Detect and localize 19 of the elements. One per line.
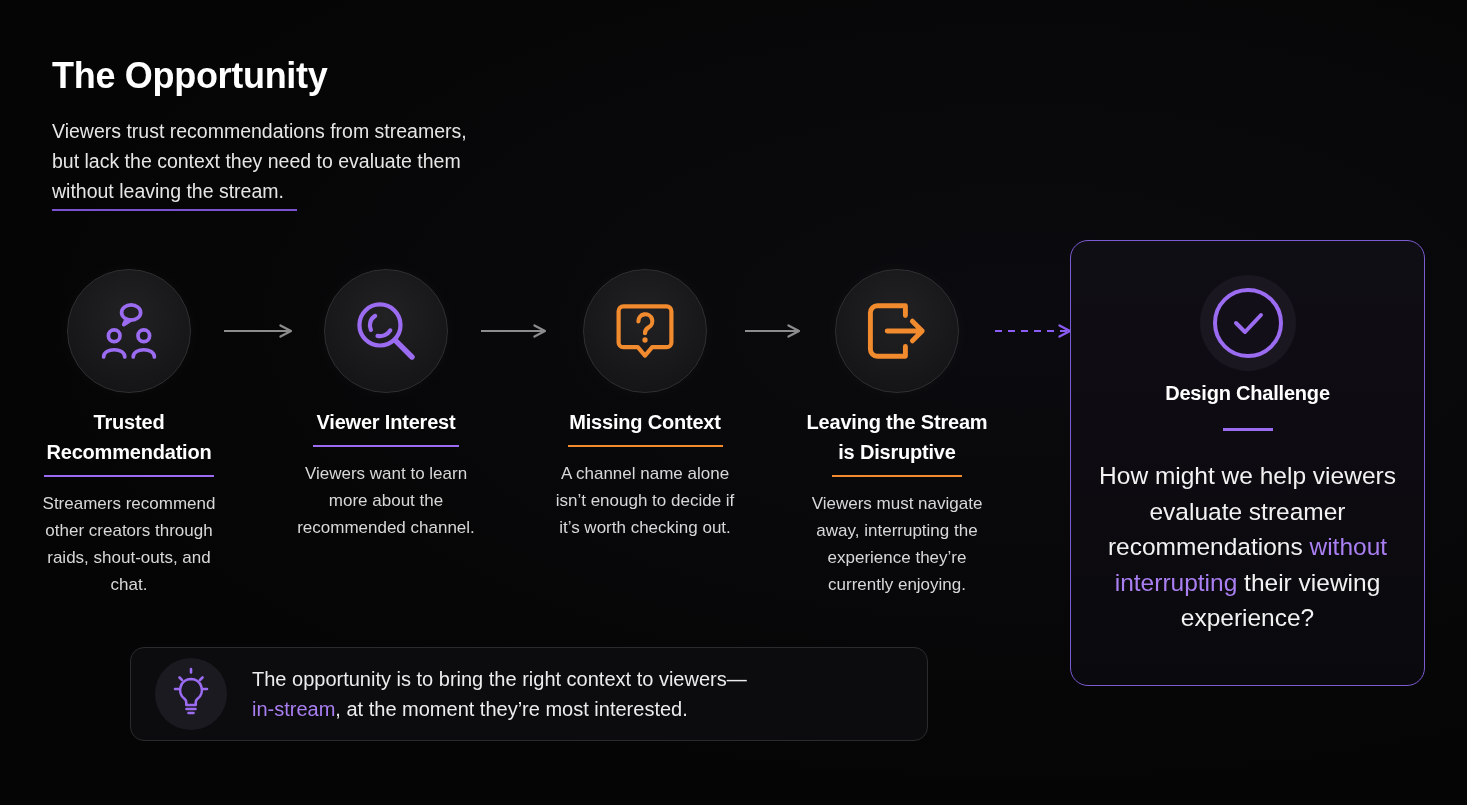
arrow [224, 324, 293, 338]
arrow [481, 324, 547, 338]
insight-callout [130, 647, 928, 741]
step-title: Trusted Recommendation [45, 410, 213, 465]
step-description: A channel name alone isn’t enough to decide if it’s worth checking out. [554, 463, 736, 539]
step-title: Missing Context [569, 410, 721, 435]
step-title: Viewer Interest [316, 410, 456, 435]
challenge-question: How might we help viewers evaluate streamer recommendations without interrupting their viewing experience? [1098, 461, 1397, 633]
step-description: Viewers want to learn more about the recommended channel. [296, 463, 476, 539]
page-title: The Opportunity [52, 54, 328, 98]
dashed-arrow [995, 324, 1072, 338]
intro-paragraph: Viewers trust recommendations from streamers, but lack the context they need to evaluate them without leaving the stream. [52, 119, 468, 204]
callout-text: The opportunity is to bring the right context to viewers— in-stream, at the moment they’re most interested. [252, 667, 748, 722]
step-description: Streamers recommend other creators through raids, shout-outs, and chat. [41, 493, 217, 596]
step-title: Leaving the Stream is Disruptive [805, 410, 989, 465]
challenge-card [1070, 240, 1425, 686]
arrow [745, 324, 801, 338]
card-title: Design Challenge [1165, 381, 1330, 406]
step-description: Viewers must navigate away, interrupting the experience they’re currently enjoying. [810, 493, 984, 596]
